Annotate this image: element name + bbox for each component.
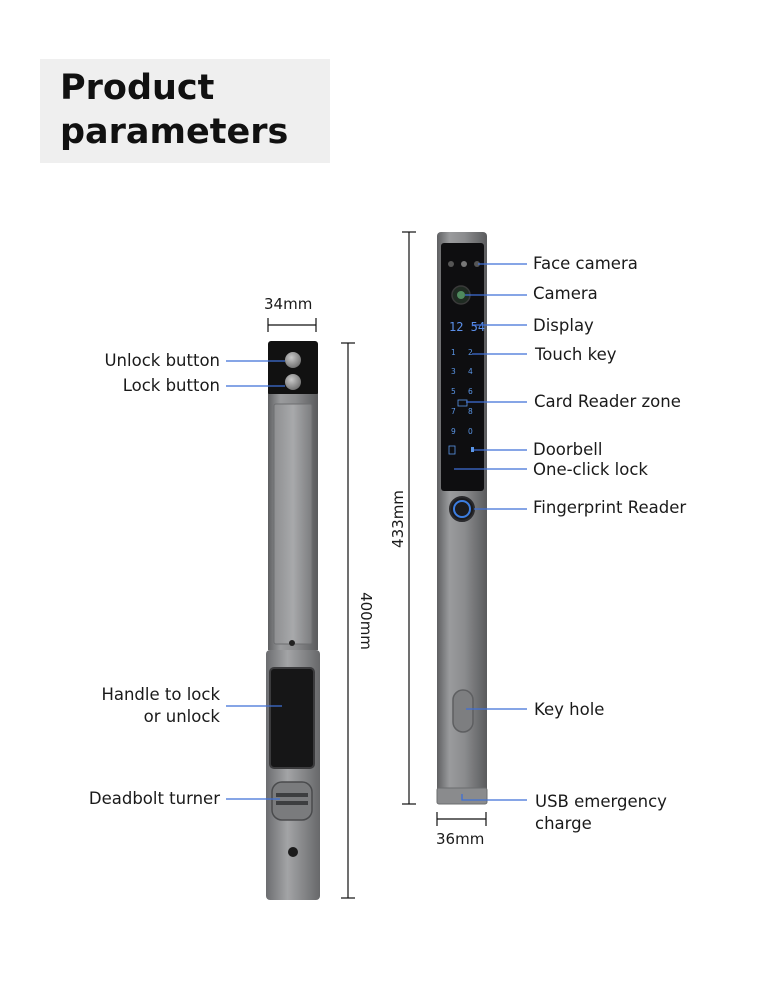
doorbell-icon (448, 445, 456, 455)
right-width-label: 36mm (436, 830, 485, 848)
title-box (40, 59, 330, 163)
label-lock-button: Lock button (122, 376, 220, 395)
label-doorbell: Doorbell (533, 440, 603, 459)
unlock-button-icon (285, 352, 301, 368)
label-handle-line2: or unlock (143, 707, 220, 726)
lock-button-icon (285, 374, 301, 390)
svg-text:6: 6 (468, 387, 473, 396)
inner-lock-body (266, 341, 320, 900)
label-one-click-lock: One-click lock (533, 460, 648, 479)
svg-text:2: 2 (468, 348, 473, 357)
outer-lock-body: 12 54 1 2 3 4 5 6 7 8 9 0 (436, 232, 488, 805)
left-leaders (226, 360, 285, 800)
svg-text:9: 9 (451, 427, 456, 436)
svg-text:3: 3 (451, 367, 456, 376)
label-touch-key: Touch key (535, 345, 617, 364)
screw-icon (289, 640, 295, 646)
right-dimensions (402, 231, 487, 826)
label-handle-line1: Handle to lock (101, 685, 220, 704)
label-deadbolt-turner: Deadbolt turner (88, 789, 220, 808)
display-time: 12 54 (449, 320, 485, 334)
right-leaders (454, 263, 527, 801)
page-title: Product parameters (60, 68, 289, 152)
label-usb-line1: USB emergency (535, 792, 667, 811)
label-display: Display (533, 316, 594, 335)
left-width-label: 34mm (264, 295, 313, 313)
key-hole-icon (452, 689, 474, 733)
handle-icon (269, 667, 315, 769)
keypad: 1 2 3 4 5 6 7 8 9 0 (451, 348, 473, 436)
left-dimensions (267, 318, 355, 899)
label-face-camera: Face camera (533, 254, 638, 273)
svg-text:8: 8 (468, 407, 473, 416)
svg-text:5: 5 (451, 387, 456, 396)
button-cap (268, 341, 318, 396)
label-card-reader-zone: Card Reader zone (534, 392, 681, 411)
face-panel (441, 243, 484, 491)
label-fingerprint-reader: Fingerprint Reader (533, 498, 687, 517)
svg-text:1: 1 (451, 348, 456, 357)
label-camera: Camera (533, 284, 598, 303)
bottom-hole-icon (288, 847, 298, 857)
right-height-label: 433mm (389, 490, 407, 548)
svg-text:0: 0 (468, 427, 473, 436)
left-height-label: 400mm (357, 592, 375, 650)
one-click-lock-icon (471, 447, 474, 452)
svg-text:7: 7 (451, 407, 456, 416)
label-usb-line2: charge (535, 814, 592, 833)
label-unlock-button: Unlock button (104, 351, 220, 370)
card-reader-icon (457, 399, 468, 407)
svg-text:4: 4 (468, 367, 473, 376)
label-key-hole: Key hole (534, 700, 605, 719)
cover-panel (273, 403, 313, 645)
